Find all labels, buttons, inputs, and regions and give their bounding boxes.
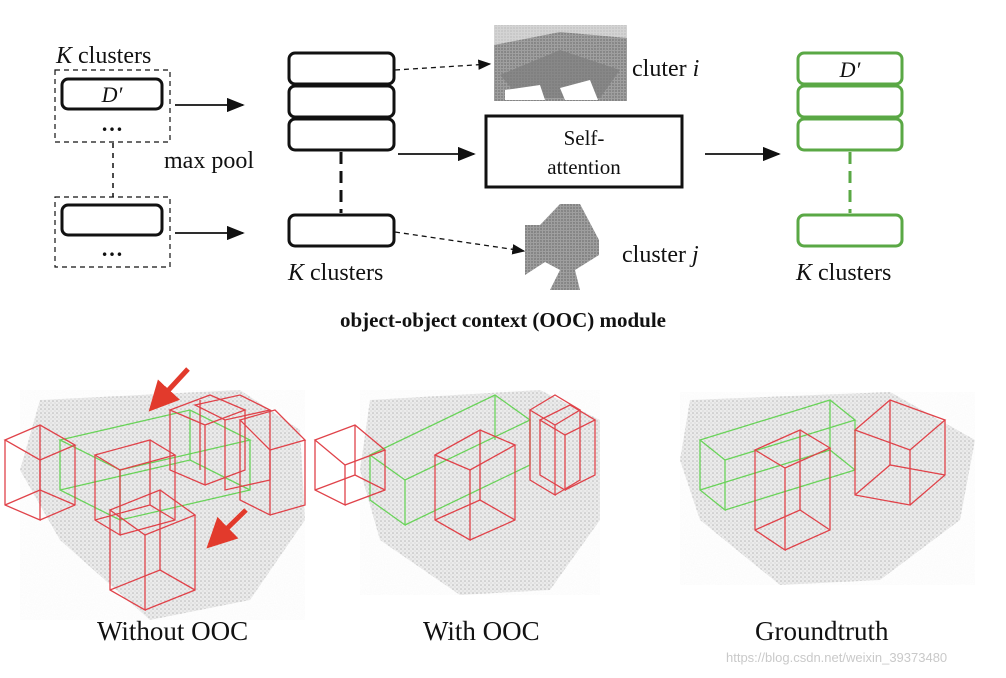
cluster-j-thumbnail	[525, 204, 599, 290]
output-feature-label: D′	[839, 57, 862, 82]
self-attention-box	[484, 114, 684, 189]
output-k-clusters-label: K clusters	[795, 260, 891, 286]
left-top-dashed-group	[54, 69, 171, 143]
self-attention-line1: Self-	[564, 126, 605, 150]
diagram: K clusters D′ … … max pool K clusters	[54, 25, 904, 332]
panel-with-ooc	[313, 390, 600, 595]
left-top-ellipsis: …	[101, 111, 123, 136]
error-arrow-bottom	[206, 508, 248, 549]
cluster-i-thumbnail	[494, 25, 627, 101]
cluster-j-label: cluster j	[622, 242, 699, 268]
middle-k-clusters-label: K clusters	[287, 260, 383, 286]
left-bottom-feature-box	[60, 203, 164, 237]
error-arrow-top	[148, 367, 190, 412]
left-feature-box	[60, 77, 164, 111]
panel-without-ooc	[3, 367, 307, 620]
left-group-title: K clusters	[55, 43, 151, 69]
middle-cluster-stack	[287, 51, 396, 248]
self-attention-line2: attention	[547, 155, 621, 179]
dashed-arrow-cluster-j	[394, 231, 526, 255]
left-feature-label: D′	[101, 82, 124, 107]
max-pool-label: max pool	[164, 148, 254, 174]
dashed-arrow-cluster-i	[394, 59, 492, 71]
caption-with-ooc: With OOC	[423, 616, 540, 646]
left-bottom-dashed-group	[54, 196, 171, 268]
caption-groundtruth: Groundtruth	[755, 616, 889, 646]
module-title: object-object context (OOC) module	[340, 308, 666, 332]
output-cluster-stack	[796, 51, 904, 248]
watermark: https://blog.csdn.net/weixin_39373480	[726, 650, 948, 665]
left-bottom-ellipsis: …	[101, 236, 123, 261]
cluster-i-label: cluter i	[632, 56, 699, 82]
panel-groundtruth	[680, 392, 975, 585]
caption-without-ooc: Without OOC	[97, 616, 249, 646]
